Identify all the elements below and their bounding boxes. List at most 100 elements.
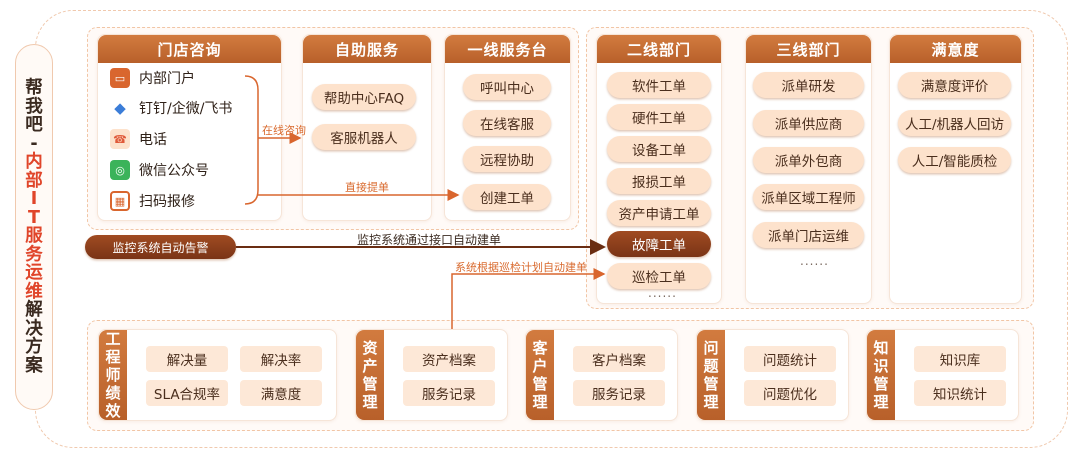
tab-char: 师 — [105, 366, 121, 384]
patrol-ticket[interactable]: 巡检工单 — [607, 263, 711, 289]
side-title-char: T — [28, 207, 40, 228]
channel-label: 内部门户 — [139, 71, 195, 87]
asset-archive[interactable]: 资产档案 — [403, 346, 495, 372]
dispatch-regional-engineer[interactable]: 派单区域工程师 — [753, 184, 864, 210]
side-title-char: 我 — [25, 96, 43, 117]
frontline-title: 一线服务台 — [445, 35, 570, 63]
third-line-more: ...... — [800, 254, 829, 268]
tab-char: 管 — [873, 375, 889, 393]
dispatch-outsourcer[interactable]: 派单外包商 — [753, 147, 864, 173]
store-consult-title: 门店咨询 — [98, 35, 281, 63]
channel-label: 钉钉/企微/飞书 — [139, 101, 233, 117]
tab-char: 知 — [873, 339, 889, 357]
side-title-char: 案 — [25, 355, 43, 376]
channel-portal[interactable]: ▭ 内部门户 — [110, 66, 195, 90]
side-title-char: 吧 — [25, 115, 43, 135]
customer-archive[interactable]: 客户档案 — [573, 346, 665, 372]
create-ticket-button[interactable]: 创建工单 — [463, 184, 551, 210]
tab-char: 题 — [703, 357, 719, 375]
side-title-char: 方 — [25, 337, 43, 357]
problem-mgmt-tab: 问 题 管 理 — [697, 330, 725, 420]
kpi-satisfaction[interactable]: 满意度 — [240, 380, 322, 406]
knowledge-base[interactable]: 知识库 — [914, 346, 1006, 372]
side-title-char: 运 — [25, 263, 43, 283]
tab-char: 效 — [105, 402, 121, 420]
side-title-char: 务 — [25, 244, 43, 265]
channel-label: 微信公众号 — [139, 163, 209, 179]
tab-char: 管 — [532, 375, 548, 393]
dispatch-supplier[interactable]: 派单供应商 — [753, 110, 864, 136]
side-title-char: 内 — [25, 152, 43, 172]
tab-char: 理 — [362, 393, 378, 411]
tab-char: 管 — [703, 375, 719, 393]
wechat-icon: ◎ — [110, 160, 130, 180]
tab-char: 问 — [703, 339, 719, 357]
knowledge-stats[interactable]: 知识统计 — [914, 380, 1006, 406]
problem-stats[interactable]: 问题统计 — [744, 346, 836, 372]
kpi-sla-rate[interactable]: SLA合规率 — [146, 380, 228, 406]
asset-mgmt-card: 资 产 管 理 — [355, 329, 508, 421]
monitor-api-label: 监控系统通过接口自动建单 — [357, 233, 502, 247]
channel-label: 扫码报修 — [139, 194, 195, 210]
channel-wechat[interactable]: ◎ 微信公众号 — [110, 158, 209, 182]
direct-ticket-label: 直接提单 — [345, 181, 389, 194]
online-service-button[interactable]: 在线客服 — [463, 110, 551, 136]
tab-char: 理 — [703, 393, 719, 411]
tab-char: 工 — [105, 330, 121, 348]
phone-icon: ☎ — [110, 129, 130, 149]
damage-ticket[interactable]: 报损工单 — [607, 168, 711, 194]
tab-char: 程 — [105, 348, 121, 366]
dispatch-rd[interactable]: 派单研发 — [753, 72, 864, 98]
tab-char: 户 — [532, 357, 548, 375]
kpi-resolve-rate[interactable]: 解决率 — [240, 346, 322, 372]
tab-char: 识 — [873, 357, 889, 375]
side-title-char: 部 — [25, 170, 43, 191]
tab-char: 客 — [532, 339, 548, 357]
tab-char: 绩 — [105, 384, 121, 402]
channel-qrcode[interactable]: ▦ 扫码报修 — [110, 189, 195, 213]
problem-optimize[interactable]: 问题优化 — [744, 380, 836, 406]
asset-service-record[interactable]: 服务记录 — [403, 380, 495, 406]
knowledge-mgmt-tab: 知 识 管 理 — [867, 330, 895, 420]
tab-char: 理 — [873, 393, 889, 411]
kpi-resolved-count[interactable]: 解决量 — [146, 346, 228, 372]
customer-mgmt-tab: 客 户 管 理 — [526, 330, 554, 420]
side-title-char: 解 — [25, 300, 43, 320]
channel-label: 电话 — [139, 132, 167, 148]
knowledge-mgmt-card: 知 识 管 理 — [866, 329, 1019, 421]
side-title-char: I — [30, 189, 38, 209]
device-ticket[interactable]: 设备工单 — [607, 136, 711, 162]
channel-phone[interactable]: ☎ 电话 — [110, 127, 167, 151]
tab-char: 管 — [362, 375, 378, 393]
engineer-kpi-tab: 工 程 师 绩 效 — [99, 330, 127, 420]
customer-mgmt-card: 客 户 管 理 — [525, 329, 678, 421]
dispatch-store-ops[interactable]: 派单门店运维 — [753, 222, 864, 248]
satisfaction-rating[interactable]: 满意度评价 — [898, 72, 1011, 98]
software-ticket[interactable]: 软件工单 — [607, 72, 711, 98]
problem-mgmt-card: 问 题 管 理 — [696, 329, 849, 421]
side-title-char: 服 — [25, 226, 43, 246]
side-title-char: 维 — [25, 281, 43, 302]
call-center-button[interactable]: 呼叫中心 — [463, 74, 551, 100]
channel-chat-apps[interactable]: ◆ 钉钉/企微/飞书 — [110, 96, 232, 120]
customer-service-record[interactable]: 服务记录 — [573, 380, 665, 406]
hardware-ticket[interactable]: 硬件工单 — [607, 104, 711, 130]
engineer-kpi-card: 工 程 师 绩 效 — [98, 329, 337, 421]
side-title-char: 帮 — [25, 78, 43, 98]
side-title-char: - — [30, 133, 38, 154]
second-line-title: 二线部门 — [597, 35, 721, 63]
quality-check[interactable]: 人工/智能质检 — [898, 147, 1011, 173]
remote-assist-button[interactable]: 远程协助 — [463, 146, 551, 172]
faq-button[interactable]: 帮助中心FAQ — [312, 84, 416, 110]
patrol-plan-label: 系统根据巡检计划自动建单 — [455, 261, 587, 274]
chatbot-button[interactable]: 客服机器人 — [312, 124, 416, 150]
callback-visit[interactable]: 人工/机器人回访 — [898, 110, 1011, 136]
asset-request-ticket[interactable]: 资产申请工单 — [607, 200, 711, 226]
third-line-title: 三线部门 — [746, 35, 871, 63]
fault-ticket[interactable]: 故障工单 — [607, 231, 711, 257]
second-line-more: ...... — [648, 286, 677, 300]
monitor-alarm[interactable]: 监控系统自动告警 — [85, 235, 236, 259]
store-consult-panel: 门店咨询 — [97, 34, 282, 221]
qrcode-icon: ▦ — [110, 191, 130, 211]
